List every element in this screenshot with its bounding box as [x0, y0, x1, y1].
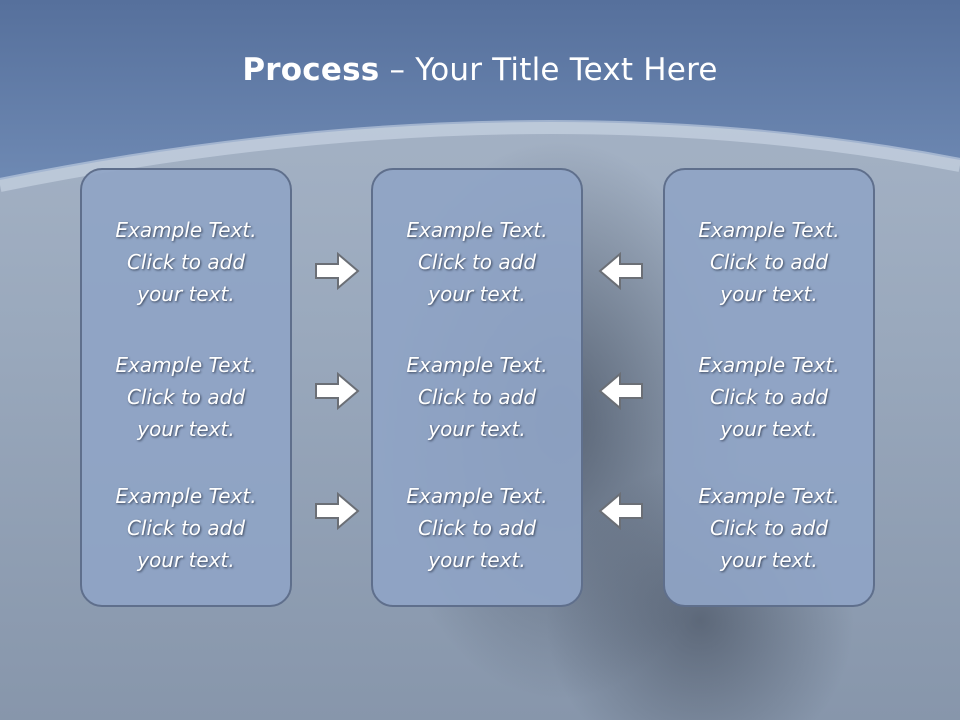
- text-placeholder[interactable]: Example Text. Click to add your text.: [82, 214, 290, 310]
- text-line: Example Text.: [115, 353, 257, 377]
- left-panel[interactable]: Example Text. Click to add your text. Ex…: [80, 168, 292, 607]
- arrow-right-icon[interactable]: [314, 372, 360, 410]
- text-line: Click to add: [126, 385, 246, 409]
- arrow-left-icon[interactable]: [598, 252, 644, 290]
- text-placeholder[interactable]: Example Text. Click to add your text.: [665, 214, 873, 310]
- text-line: your text.: [720, 417, 818, 441]
- arrow-left-icon[interactable]: [598, 372, 644, 410]
- text-line: Click to add: [417, 385, 537, 409]
- text-line: your text.: [137, 548, 235, 572]
- text-placeholder[interactable]: Example Text. Click to add your text.: [82, 480, 290, 576]
- text-placeholder[interactable]: Example Text. Click to add your text.: [665, 349, 873, 445]
- text-line: Example Text.: [698, 353, 840, 377]
- text-placeholder[interactable]: Example Text. Click to add your text.: [373, 349, 581, 445]
- text-line: your text.: [720, 282, 818, 306]
- title-banner: [0, 0, 960, 200]
- text-line: Example Text.: [115, 484, 257, 508]
- text-line: your text.: [428, 548, 526, 572]
- text-line: Example Text.: [406, 484, 548, 508]
- title-rest: – Your Title Text Here: [379, 52, 718, 88]
- text-line: Example Text.: [406, 353, 548, 377]
- arrow-right-icon[interactable]: [314, 252, 360, 290]
- text-line: your text.: [428, 282, 526, 306]
- text-line: Click to add: [126, 250, 246, 274]
- text-line: Click to add: [417, 250, 537, 274]
- right-panel[interactable]: Example Text. Click to add your text. Ex…: [663, 168, 875, 607]
- text-line: Example Text.: [698, 218, 840, 242]
- title-bold: Process: [242, 52, 380, 88]
- text-line: Example Text.: [698, 484, 840, 508]
- arrow-left-icon[interactable]: [598, 492, 644, 530]
- text-line: Click to add: [709, 250, 829, 274]
- text-line: your text.: [137, 417, 235, 441]
- text-line: your text.: [137, 282, 235, 306]
- text-placeholder[interactable]: Example Text. Click to add your text.: [665, 480, 873, 576]
- text-line: Example Text.: [115, 218, 257, 242]
- text-line: your text.: [428, 417, 526, 441]
- text-line: Example Text.: [406, 218, 548, 242]
- text-line: your text.: [720, 548, 818, 572]
- text-line: Click to add: [709, 385, 829, 409]
- text-line: Click to add: [417, 516, 537, 540]
- text-line: Click to add: [709, 516, 829, 540]
- text-placeholder[interactable]: Example Text. Click to add your text.: [373, 214, 581, 310]
- slide-title[interactable]: Process – Your Title Text Here: [0, 52, 960, 88]
- center-panel[interactable]: Example Text. Click to add your text. Ex…: [371, 168, 583, 607]
- text-placeholder[interactable]: Example Text. Click to add your text.: [82, 349, 290, 445]
- text-placeholder[interactable]: Example Text. Click to add your text.: [373, 480, 581, 576]
- text-line: Click to add: [126, 516, 246, 540]
- arrow-right-icon[interactable]: [314, 492, 360, 530]
